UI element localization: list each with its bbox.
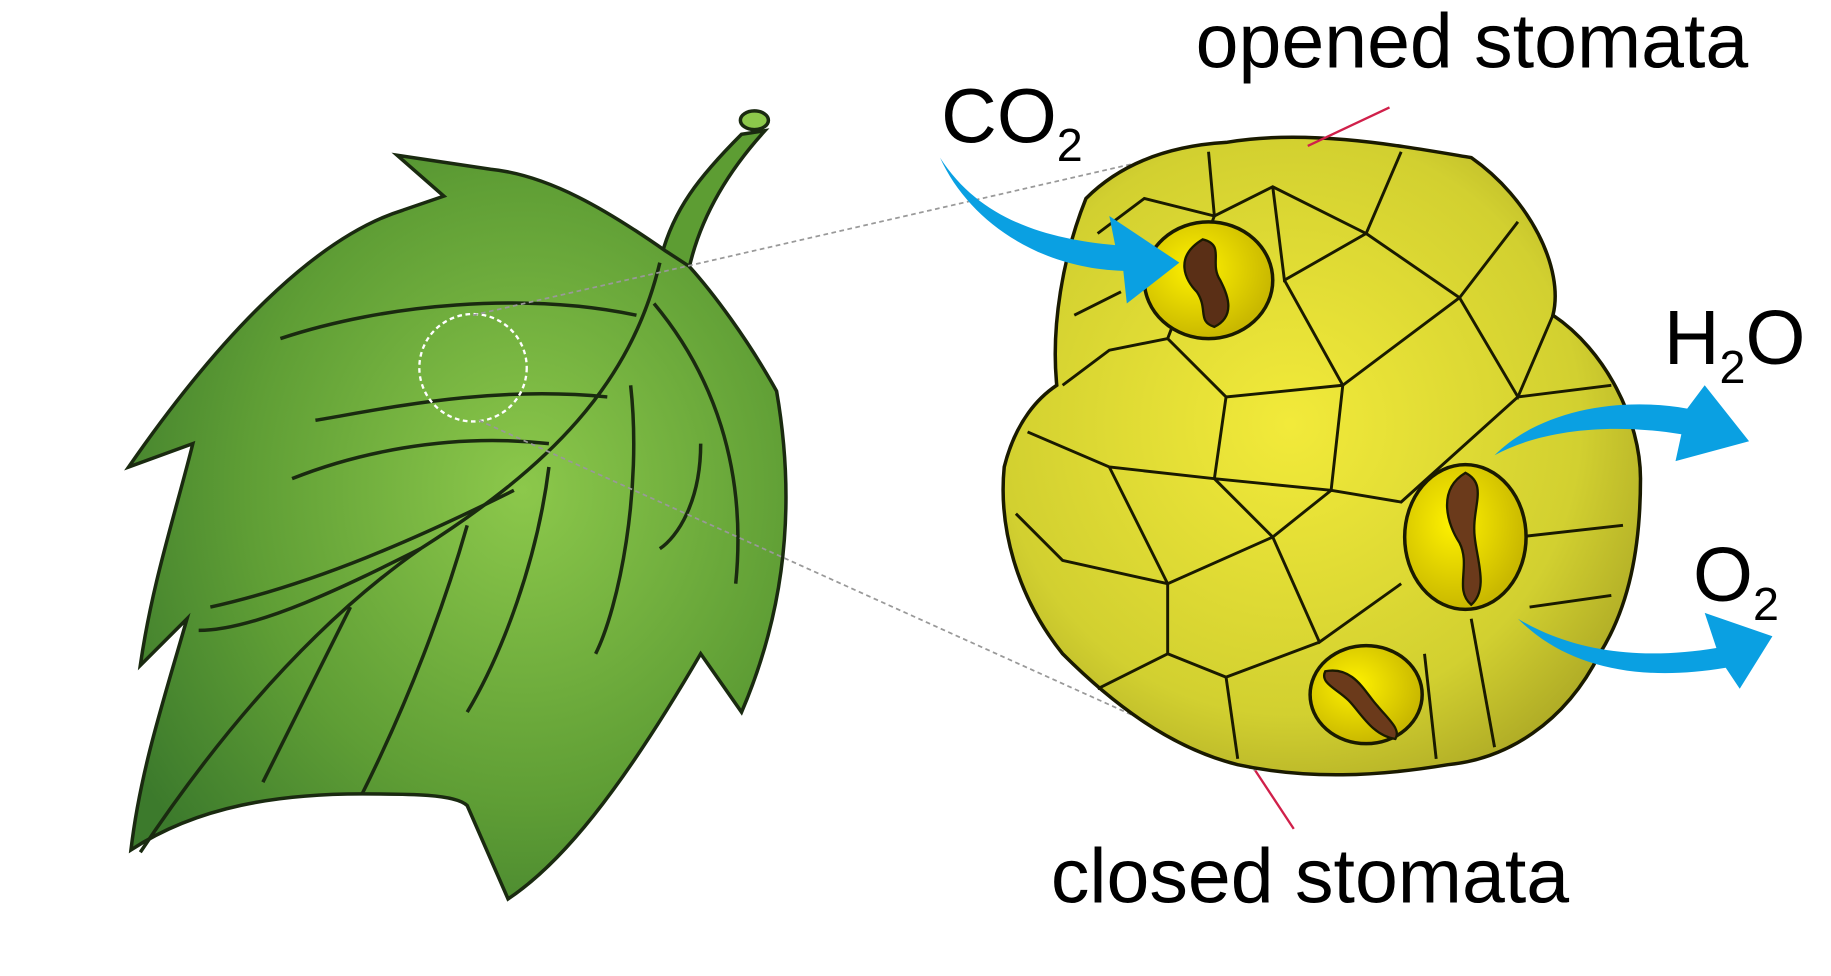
leaf [124,109,1256,902]
h2o-h: H [1664,295,1720,381]
epidermis-cells [1001,106,1643,830]
co2-label: CO2 [941,73,1083,171]
co2-subscript: 2 [1057,119,1083,171]
leaf-veins [138,262,740,854]
stem-tip [738,109,771,132]
o2-arrow-icon [1517,612,1773,689]
pointer-opened [1307,106,1390,147]
stoma-closed-bottom [1308,643,1424,746]
magnified-region-circle [418,312,528,423]
stoma-opened [1142,220,1275,341]
closed-stomata-label: closed stomata [1051,833,1569,919]
co2-arrow-icon [940,157,1180,304]
zoom-line-bottom [478,419,1256,772]
h2o-label: H2O [1664,295,1806,393]
zoom-line-top [472,141,1227,317]
leaf-stem [657,128,770,271]
leaf-blade [124,152,788,902]
pointer-closed [1254,769,1295,830]
h2o-subscript: 2 [1720,341,1746,393]
stoma-closed-right [1402,462,1528,612]
opened-stomata-label: opened stomata [1196,0,1749,85]
o2-main: O [1693,532,1753,618]
o2-subscript: 2 [1753,578,1779,630]
h2o-o: O [1745,295,1805,381]
o2-label: O2 [1693,532,1779,630]
h2o-arrow-icon [1494,385,1750,462]
co2-main: CO [941,73,1057,159]
